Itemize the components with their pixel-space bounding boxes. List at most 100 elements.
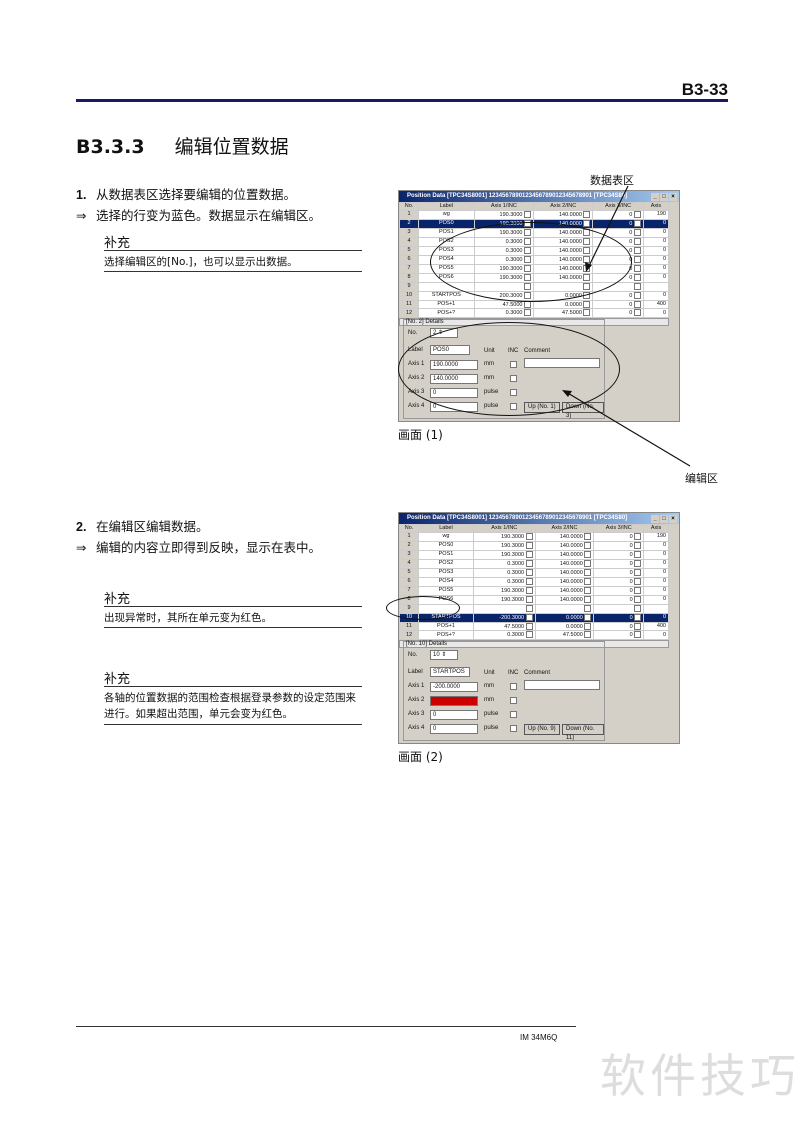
inc-checkbox[interactable] — [525, 613, 533, 621]
inc-checkbox[interactable] — [525, 550, 533, 558]
inc-checkbox[interactable] — [634, 631, 642, 639]
inc-checkbox[interactable] — [510, 697, 517, 704]
inc-checkbox[interactable] — [525, 568, 533, 576]
inc-checkbox[interactable] — [583, 219, 591, 227]
inc-checkbox[interactable] — [634, 586, 642, 594]
table-cell[interactable]: 7 — [399, 263, 419, 274]
inc-checkbox[interactable] — [634, 622, 642, 630]
table-cell[interactable]: 0 — [592, 299, 644, 310]
minimize-button[interactable]: _ — [651, 193, 659, 201]
table-cell[interactable]: 0 — [642, 272, 670, 283]
inc-checkbox[interactable] — [510, 683, 517, 690]
inc-checkbox[interactable] — [525, 604, 533, 612]
inc-checkbox[interactable] — [633, 246, 641, 254]
inc-checkbox[interactable] — [583, 300, 591, 308]
inc-checkbox[interactable] — [584, 586, 592, 594]
axis-4-field[interactable]: 0 — [430, 724, 478, 734]
inc-checkbox[interactable] — [524, 211, 532, 218]
up-button[interactable]: Up (No. 9) — [524, 724, 560, 735]
table-cell[interactable]: 0 — [642, 308, 670, 319]
table-cell[interactable]: 0 — [642, 263, 670, 274]
axis-3-field[interactable]: 0 — [430, 710, 478, 720]
table-cell[interactable]: 0 — [592, 308, 644, 319]
inc-checkbox[interactable] — [584, 622, 592, 630]
table-cell[interactable]: 8 — [399, 272, 419, 283]
inc-checkbox[interactable] — [633, 264, 641, 272]
down-button[interactable]: Down (No. 11) — [562, 724, 604, 741]
label-field[interactable]: STARTPOS — [430, 667, 470, 677]
inc-checkbox[interactable] — [633, 309, 641, 317]
inc-checkbox[interactable] — [583, 309, 591, 317]
inc-checkbox[interactable] — [584, 533, 592, 540]
minimize-button[interactable]: _ — [651, 515, 659, 523]
inc-checkbox[interactable] — [634, 568, 642, 576]
inc-checkbox[interactable] — [634, 595, 642, 603]
table-cell[interactable]: 0 — [592, 290, 644, 301]
inc-checkbox[interactable] — [634, 541, 642, 549]
inc-checkbox[interactable] — [634, 533, 642, 540]
inc-checkbox[interactable] — [525, 533, 533, 540]
table-cell[interactable]: 47.5000 — [533, 308, 594, 319]
inc-checkbox[interactable] — [583, 211, 591, 218]
inc-checkbox[interactable] — [525, 586, 533, 594]
table-cell[interactable]: 12 — [399, 308, 419, 319]
inc-checkbox[interactable] — [584, 631, 592, 639]
inc-checkbox[interactable] — [584, 595, 592, 603]
horizontal-scrollbar[interactable] — [399, 640, 669, 649]
inc-checkbox[interactable] — [633, 255, 641, 263]
inc-checkbox[interactable] — [634, 577, 642, 585]
maximize-button[interactable]: □ — [660, 193, 668, 201]
table-cell[interactable]: 0 — [642, 254, 670, 265]
table-cell[interactable]: 6 — [399, 254, 419, 265]
axis-2-field[interactable] — [430, 696, 478, 706]
inc-checkbox[interactable] — [584, 604, 592, 612]
table-cell[interactable]: POS+? — [418, 630, 474, 641]
inc-checkbox[interactable] — [525, 595, 533, 603]
inc-checkbox[interactable] — [633, 300, 641, 308]
inc-checkbox[interactable] — [634, 613, 642, 621]
inc-checkbox[interactable] — [633, 228, 641, 236]
inc-checkbox[interactable] — [584, 568, 592, 576]
inc-checkbox[interactable] — [524, 309, 532, 317]
close-button[interactable]: × — [669, 515, 677, 523]
inc-checkbox[interactable] — [584, 613, 592, 621]
table-cell[interactable]: 0 — [642, 290, 670, 301]
close-button[interactable]: × — [669, 193, 677, 201]
inc-checkbox[interactable] — [584, 541, 592, 549]
inc-checkbox[interactable] — [525, 631, 533, 639]
maximize-button[interactable]: □ — [660, 515, 668, 523]
inc-checkbox[interactable] — [510, 711, 517, 718]
inc-checkbox[interactable] — [633, 291, 641, 299]
axis-1-field[interactable]: -200.0000 — [430, 682, 478, 692]
inc-checkbox[interactable] — [634, 604, 642, 612]
inc-checkbox[interactable] — [584, 559, 592, 567]
inc-checkbox[interactable] — [525, 541, 533, 549]
table-cell[interactable]: 400 — [642, 299, 670, 310]
inc-checkbox[interactable] — [584, 550, 592, 558]
table-cell[interactable]: 0.3000 — [473, 308, 535, 319]
table-cell[interactable]: 0 — [593, 630, 645, 641]
inc-checkbox[interactable] — [634, 559, 642, 567]
inc-checkbox[interactable] — [633, 219, 641, 227]
inc-checkbox[interactable] — [525, 622, 533, 630]
table-cell[interactable]: 9 — [399, 281, 419, 292]
inc-checkbox[interactable] — [584, 577, 592, 585]
inc-checkbox[interactable] — [633, 237, 641, 245]
table-cell[interactable] — [592, 281, 644, 292]
inc-checkbox[interactable] — [633, 211, 641, 218]
table-cell[interactable]: 0 — [643, 630, 669, 641]
inc-checkbox[interactable] — [633, 273, 641, 281]
inc-checkbox[interactable] — [634, 550, 642, 558]
inc-checkbox[interactable] — [510, 725, 517, 732]
table-cell[interactable]: 12 — [399, 630, 419, 641]
inc-checkbox[interactable] — [633, 282, 641, 290]
inc-checkbox[interactable] — [525, 559, 533, 567]
inc-checkbox[interactable] — [525, 577, 533, 585]
table-cell[interactable] — [642, 281, 670, 292]
no-spinner[interactable]: 10 ⇕ — [430, 650, 458, 660]
